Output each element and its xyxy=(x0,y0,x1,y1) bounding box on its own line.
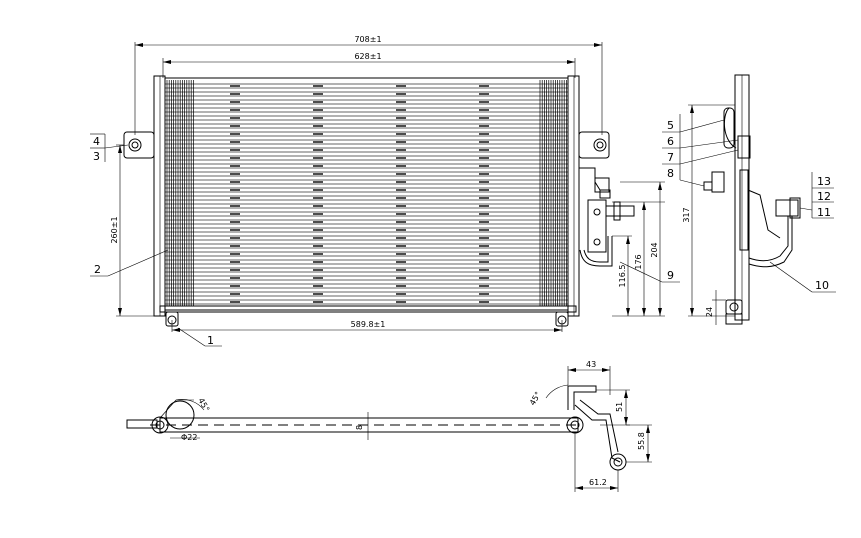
core-tube xyxy=(164,299,569,305)
core-tube xyxy=(164,267,569,273)
core-tube xyxy=(164,171,569,177)
callout-2: 2 xyxy=(94,263,101,276)
dim-bottom-d1: 43 xyxy=(586,360,596,369)
core-tube xyxy=(164,203,569,209)
bottom-view: 45° Φ22 8 45° 43 51 55.8 xyxy=(126,360,652,492)
callout-5: 5 xyxy=(667,119,674,132)
callouts-side: 5 6 7 8 13 12 11 10 xyxy=(662,114,836,293)
core-tube xyxy=(164,187,569,193)
callout-6: 6 xyxy=(667,135,674,148)
core-tube xyxy=(164,155,569,161)
core-tube xyxy=(164,195,569,201)
callout-11: 11 xyxy=(817,206,831,219)
core-tube xyxy=(164,83,569,89)
dim-bottom-diameter: Φ22 xyxy=(181,433,197,442)
core-tube xyxy=(164,291,569,297)
core-tube xyxy=(164,131,569,137)
callouts-front: 4 3 2 1 9 xyxy=(90,133,680,347)
core-tube xyxy=(164,235,569,241)
dim-bottom-d4: 61.2 xyxy=(589,478,607,487)
callout-13: 13 xyxy=(817,175,831,188)
core-fins-right xyxy=(539,80,567,306)
core-tube xyxy=(164,211,569,217)
core-tube xyxy=(164,243,569,249)
callout-8: 8 xyxy=(667,167,674,180)
dim-bottom-d2: 51 xyxy=(615,402,624,412)
core-tube xyxy=(164,163,569,169)
dim-height-left: 260±1 xyxy=(110,216,119,243)
core-tube xyxy=(164,259,569,265)
dim-bottom-mid: 8 xyxy=(355,425,364,430)
dim-overall-width: 708±1 xyxy=(354,35,381,44)
callout-1: 1 xyxy=(207,334,214,347)
core-tube xyxy=(164,115,569,121)
core-tube xyxy=(164,91,569,97)
dim-right-h3: 204 xyxy=(650,242,659,257)
callout-12: 12 xyxy=(817,190,831,203)
core-tube xyxy=(164,283,569,289)
core-tube xyxy=(164,139,569,145)
callout-10: 10 xyxy=(815,279,829,292)
core-tube xyxy=(164,227,569,233)
callout-4: 4 xyxy=(93,135,100,148)
core-tube xyxy=(164,107,569,113)
dim-bottom-d3: 55.8 xyxy=(637,432,646,450)
core-tubes xyxy=(164,83,569,305)
dim-core-width: 628±1 xyxy=(354,52,381,61)
core-tube xyxy=(164,99,569,105)
dim-bottom-width: 589.8±1 xyxy=(351,320,386,329)
core-tube xyxy=(164,219,569,225)
side-view: 317 24 5 6 7 8 13 12 11 xyxy=(662,74,836,325)
core-tube xyxy=(164,179,569,185)
dim-right-h1: 116.5 xyxy=(618,265,627,288)
callout-3: 3 xyxy=(93,150,100,163)
dim-right-h2: 176 xyxy=(634,254,643,269)
dim-bottom-angle-right: 45° xyxy=(528,390,543,407)
dim-side-height: 317 xyxy=(682,207,691,222)
core-tube xyxy=(164,147,569,153)
front-view: 708±1 628±1 xyxy=(90,35,680,347)
core-tube xyxy=(164,251,569,257)
core-fins-left xyxy=(166,80,194,306)
core-tube xyxy=(164,123,569,129)
callout-7: 7 xyxy=(667,151,674,164)
callout-9: 9 xyxy=(667,269,674,282)
core-tube xyxy=(164,275,569,281)
dim-side-small: 24 xyxy=(705,307,714,317)
